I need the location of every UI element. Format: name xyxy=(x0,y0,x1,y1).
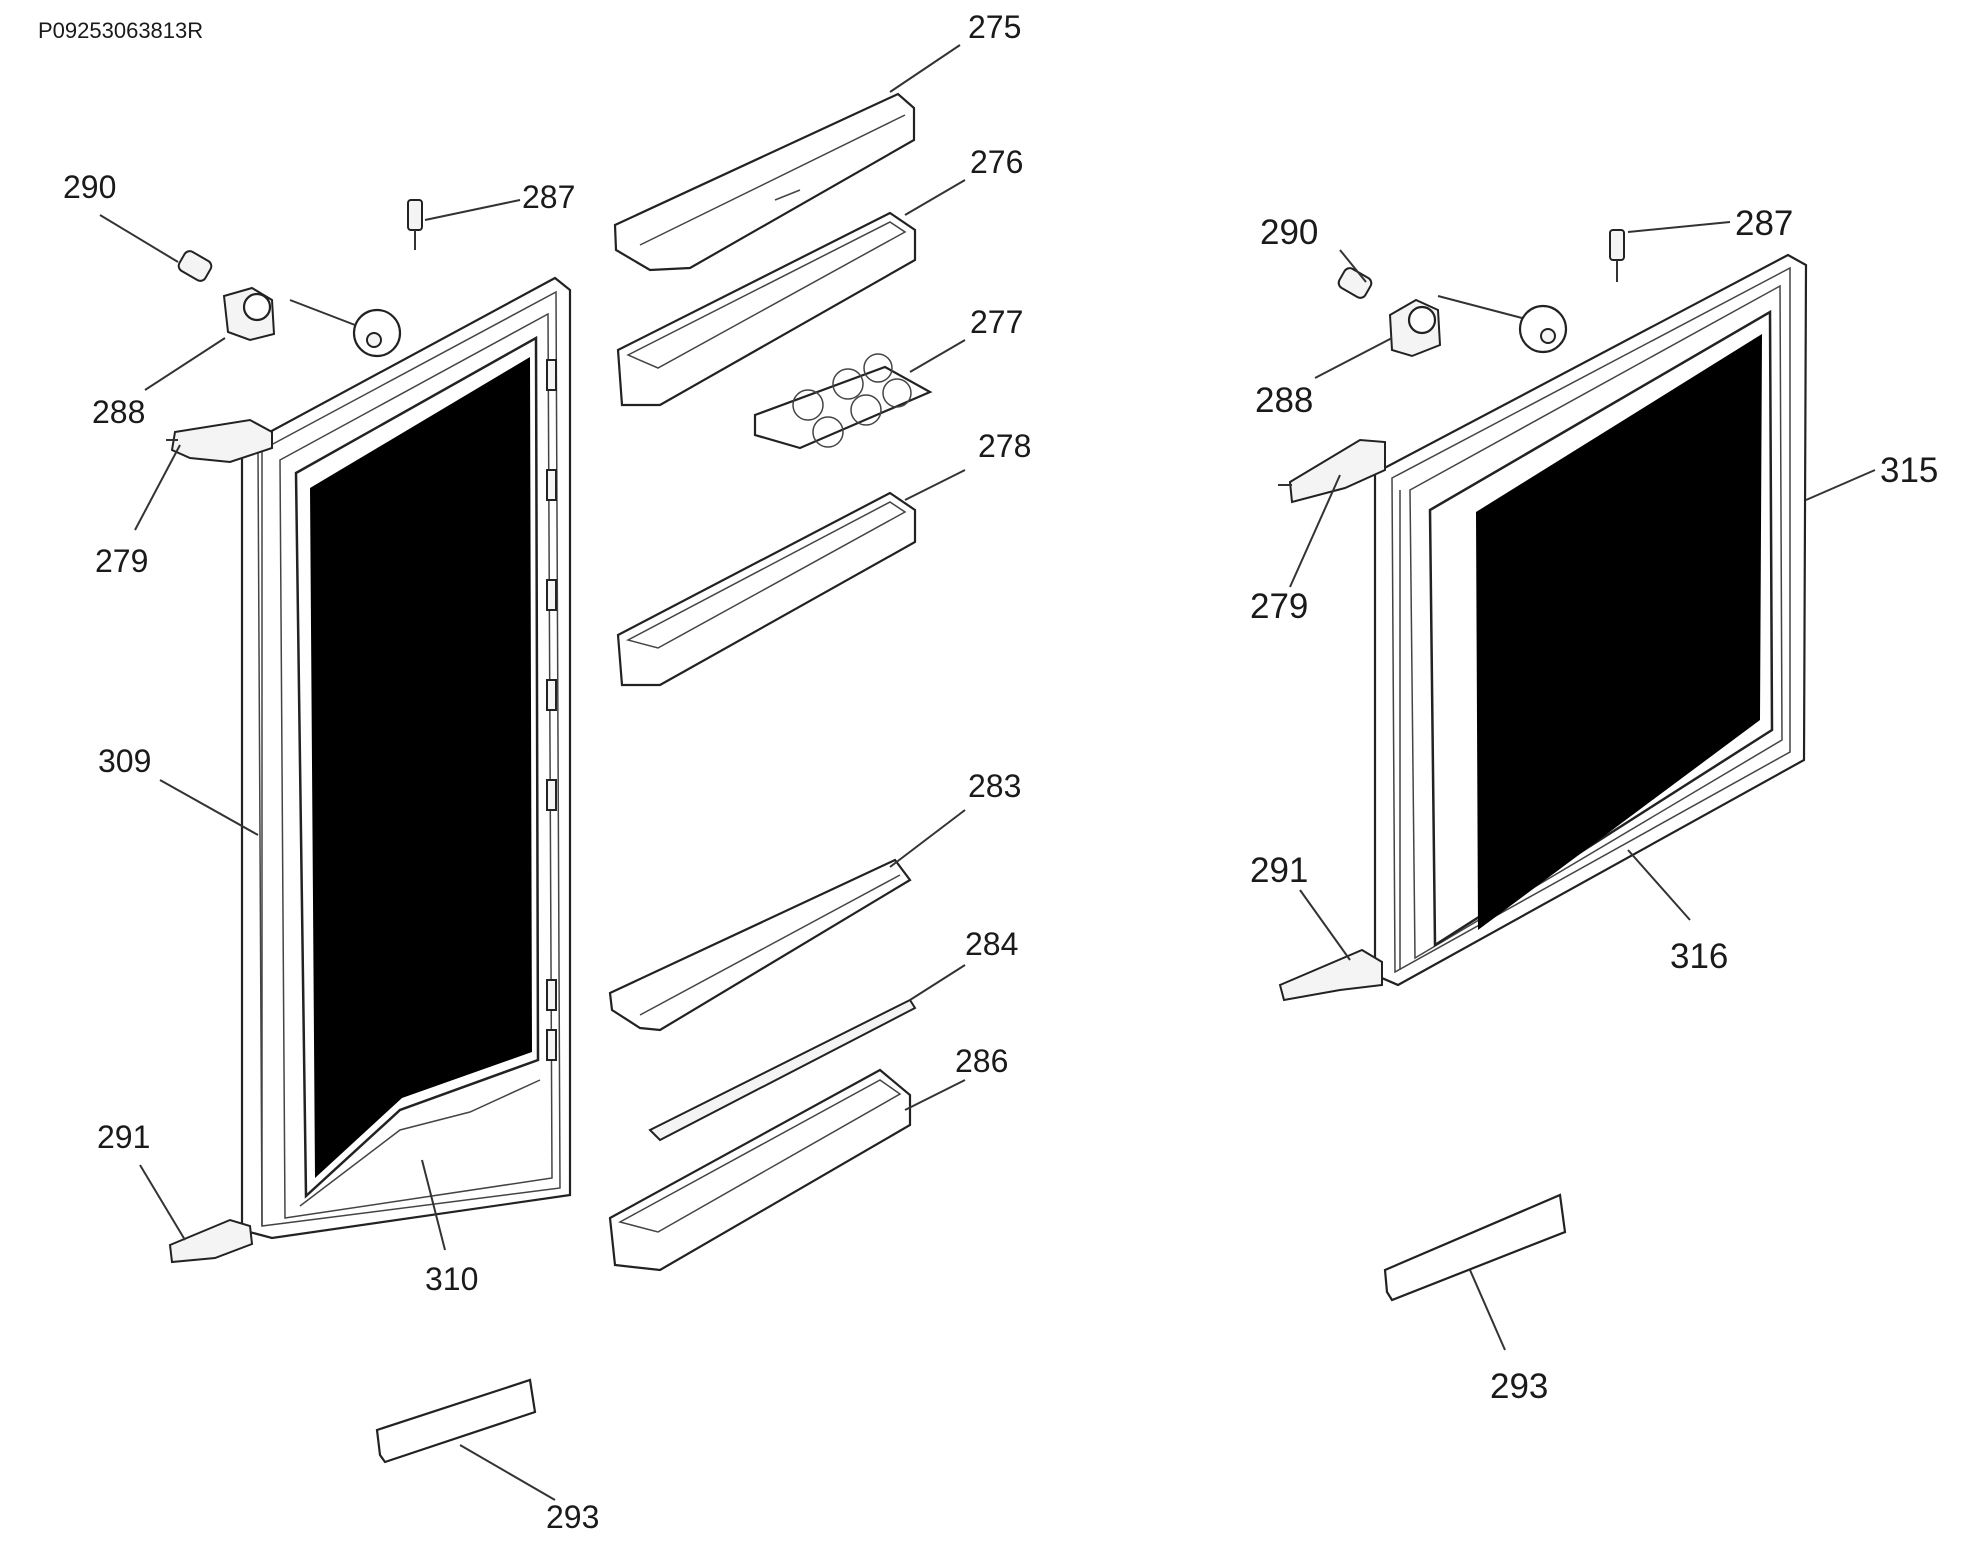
shelf-286 xyxy=(608,1068,912,1272)
diagram-code: P09253063813R xyxy=(38,18,203,43)
left-base-293 xyxy=(375,1378,537,1464)
label-290-left: 290 xyxy=(63,169,116,205)
left-switch-288 xyxy=(222,286,276,342)
left-bottom-hinge-291 xyxy=(168,1218,254,1264)
right-bottom-hinge-291 xyxy=(1278,948,1383,1002)
left-pin-287 xyxy=(407,199,423,250)
label-290-right: 290 xyxy=(1260,213,1318,252)
label-288-left: 288 xyxy=(92,394,145,430)
left-door-309 xyxy=(240,276,572,1240)
label-287-left: 287 xyxy=(522,179,575,215)
label-276: 276 xyxy=(970,144,1023,180)
label-288-right: 288 xyxy=(1255,381,1313,420)
right-door-315 xyxy=(1373,253,1808,987)
label-279-right: 279 xyxy=(1250,587,1308,626)
right-cap-290 xyxy=(1337,267,1373,299)
label-286: 286 xyxy=(955,1043,1008,1079)
left-top-hinge-279 xyxy=(166,418,273,464)
right-switch-288 xyxy=(1388,298,1442,358)
label-277: 277 xyxy=(970,304,1023,340)
label-287-right: 287 xyxy=(1735,204,1793,243)
right-detail-circle xyxy=(1518,304,1568,354)
shelf-276 xyxy=(616,211,917,407)
label-293-right: 293 xyxy=(1490,1367,1548,1406)
right-base-293 xyxy=(1383,1193,1567,1302)
label-283: 283 xyxy=(968,768,1021,804)
label-291-right: 291 xyxy=(1250,851,1308,890)
label-293-left: 293 xyxy=(546,1499,599,1535)
right-top-hinge-279 xyxy=(1278,438,1386,504)
label-278: 278 xyxy=(978,428,1031,464)
label-275: 275 xyxy=(968,9,1021,45)
label-316: 316 xyxy=(1670,937,1728,976)
label-309: 309 xyxy=(98,743,151,779)
left-cap-290 xyxy=(177,250,213,282)
egg-tray-277 xyxy=(753,353,933,450)
label-279-left: 279 xyxy=(95,543,148,579)
shelf-275 xyxy=(613,92,916,272)
label-310: 310 xyxy=(425,1261,478,1297)
label-315: 315 xyxy=(1880,451,1938,490)
leader-lines xyxy=(99,44,1876,1501)
label-291-left: 291 xyxy=(97,1119,150,1155)
right-pin-287 xyxy=(1609,229,1625,282)
label-284: 284 xyxy=(965,926,1018,962)
shelf-283 xyxy=(608,858,912,1032)
left-detail-circle xyxy=(352,308,402,358)
rail-284 xyxy=(648,998,917,1142)
shelf-278 xyxy=(616,491,917,687)
